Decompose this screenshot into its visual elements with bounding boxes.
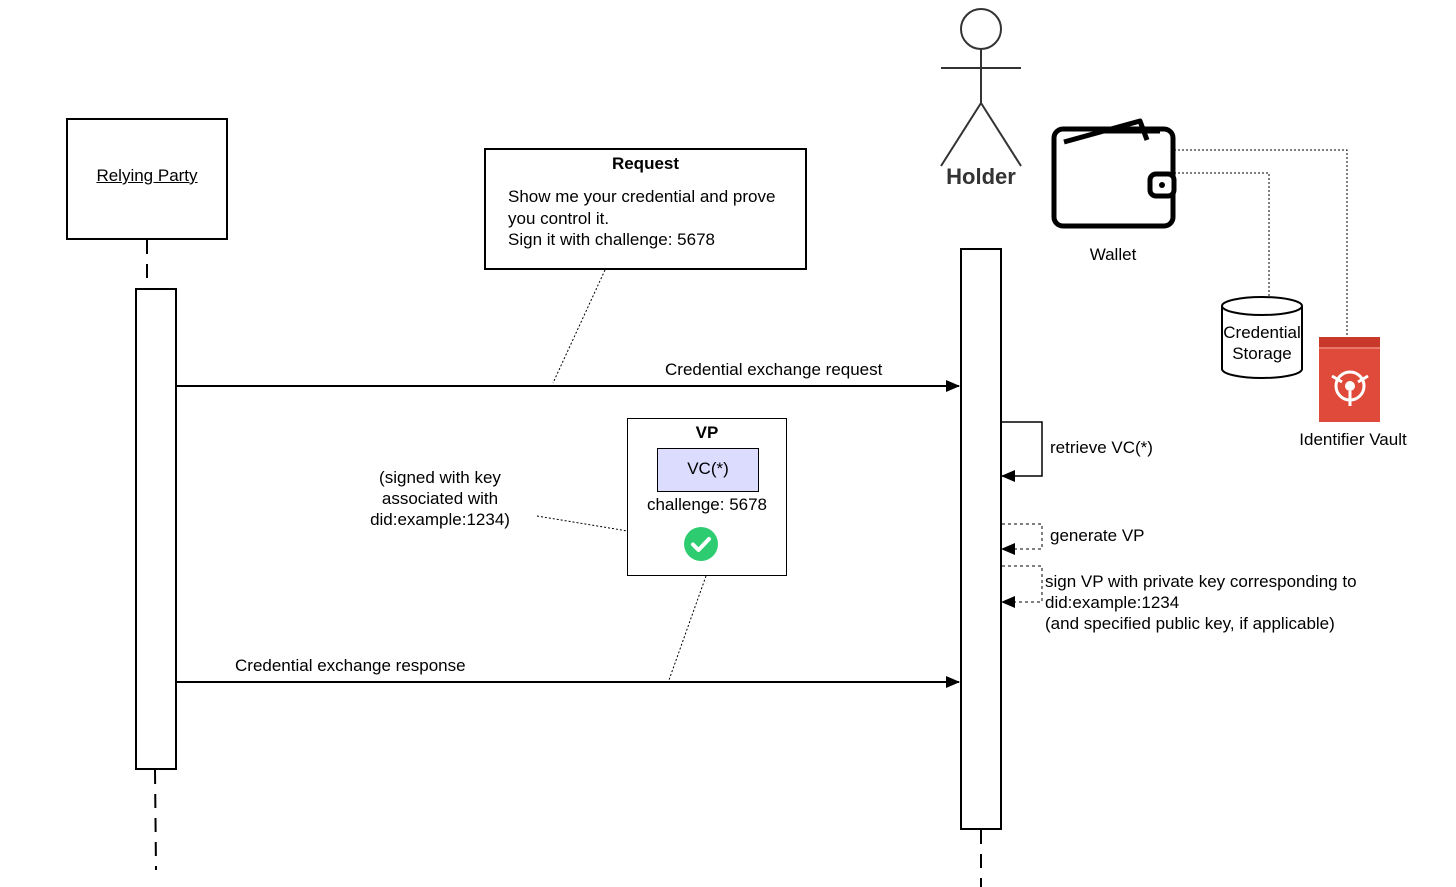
wallet-vault-connector: [1174, 149, 1348, 337]
retrieve-vc-self-arrow: [1001, 421, 1043, 482]
wallet-label: Wallet: [1089, 245, 1137, 264]
signed-with-key-note: (signed with key associated with did:exa…: [370, 468, 510, 529]
vc-box: VC(*): [657, 448, 759, 492]
holder-actor-icon: [940, 8, 1022, 167]
generate-vp-self-arrow: [1001, 523, 1043, 555]
wallet-icon: [1051, 118, 1177, 229]
relying-party-activation: [135, 288, 177, 770]
relying-party-box: Relying Party: [66, 118, 228, 240]
check-circle-icon: [684, 527, 718, 561]
relying-party-lifeline-bottom: [154, 769, 157, 871]
request-note-connector: [552, 269, 606, 384]
credential-exchange-response-label: Credential exchange response: [235, 656, 466, 675]
vp-note-connector: [668, 575, 707, 681]
signed-note-arrow: [536, 515, 683, 544]
sign-vp-label: sign VP with private key corresponding t…: [1045, 572, 1357, 633]
identifier-vault-label: Identifier Vault: [1299, 430, 1407, 449]
credential-storage-label: Credential Storage: [1223, 323, 1301, 363]
vp-title: VP: [695, 423, 719, 442]
credential-storage-icon: [1221, 296, 1303, 379]
credential-exchange-request-label: Credential exchange request: [665, 360, 883, 379]
holder-label: Holder: [946, 164, 1016, 189]
sign-vp-self-arrow: [1001, 565, 1043, 608]
generate-vp-label: generate VP: [1050, 526, 1145, 545]
identifier-vault-icon: [1319, 337, 1380, 422]
request-note: Request Show me your credential and prov…: [484, 148, 807, 270]
vp-challenge: challenge: 5678: [646, 495, 768, 514]
request-note-title: Request: [611, 154, 680, 173]
holder-activation: [960, 248, 1002, 830]
retrieve-vc-label: retrieve VC(*): [1050, 438, 1153, 457]
request-note-body: Show me your credential and prove you co…: [508, 187, 776, 249]
vp-note: VP VC(*) challenge: 5678: [627, 418, 787, 576]
wallet-storage-connector: [1174, 172, 1270, 298]
relying-party-label: Relying Party: [96, 166, 198, 185]
